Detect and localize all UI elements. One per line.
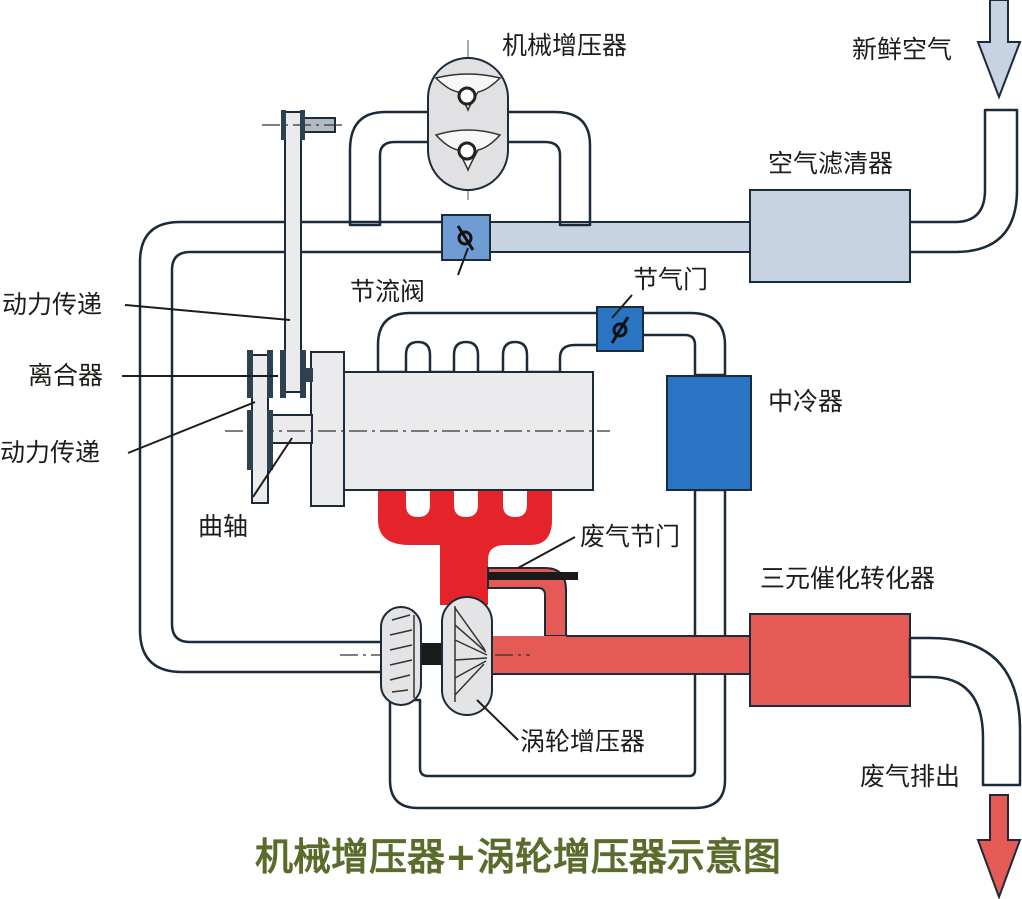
supercharger-bypass-right (458, 110, 592, 227)
drive-belt-lower (251, 354, 269, 504)
label-power-transmission-2: 动力传递 (0, 438, 100, 467)
intercooler (666, 375, 752, 491)
fresh-air-arrow-icon (976, 0, 1022, 100)
wastegate-flap (488, 572, 578, 580)
intake-pipe-inlet (903, 108, 1019, 254)
exhaust-out-arrow-icon (976, 794, 1022, 899)
drive-belt-upper (284, 111, 302, 393)
exhaust-pipe-outlet (908, 636, 1022, 787)
label-exhaust-out: 废气排出 (860, 762, 960, 791)
air-filter (749, 189, 911, 283)
label-catalytic-converter: 三元催化转化器 (760, 564, 935, 593)
label-wastegate: 废气节门 (580, 522, 680, 551)
label-supercharger: 机械增压器 (502, 31, 627, 60)
turbocharger (340, 596, 530, 716)
intake-pipe-intercooler-throttle (638, 311, 727, 377)
label-intercooler: 中冷器 (768, 387, 843, 416)
label-power-transmission-1: 动力传递 (2, 290, 102, 319)
label-crankshaft: 曲轴 (198, 512, 248, 541)
throttle-valve-body (596, 306, 644, 352)
label-throttle: 节气门 (633, 265, 708, 294)
supercharger-bypass-left (348, 110, 447, 227)
turbine-wheel (441, 596, 493, 716)
label-throttle-valve: 节流阀 (350, 277, 425, 306)
exhaust-manifold (378, 490, 552, 605)
label-air-filter: 空气滤清器 (768, 149, 893, 178)
catalytic-converter (749, 613, 911, 707)
label-clutch: 离合器 (28, 361, 103, 390)
diagram-title: 机械增压器+涡轮增压器示意图 (255, 835, 781, 879)
label-fresh-air: 新鲜空气 (852, 35, 952, 64)
flywheel (310, 351, 345, 507)
clutch (280, 350, 286, 398)
supercharger (427, 40, 509, 200)
intake-pipe-light (479, 221, 756, 253)
label-turbocharger: 涡轮增压器 (520, 727, 645, 756)
exhaust-pipe-main (490, 636, 752, 674)
intake-manifold (376, 311, 602, 374)
